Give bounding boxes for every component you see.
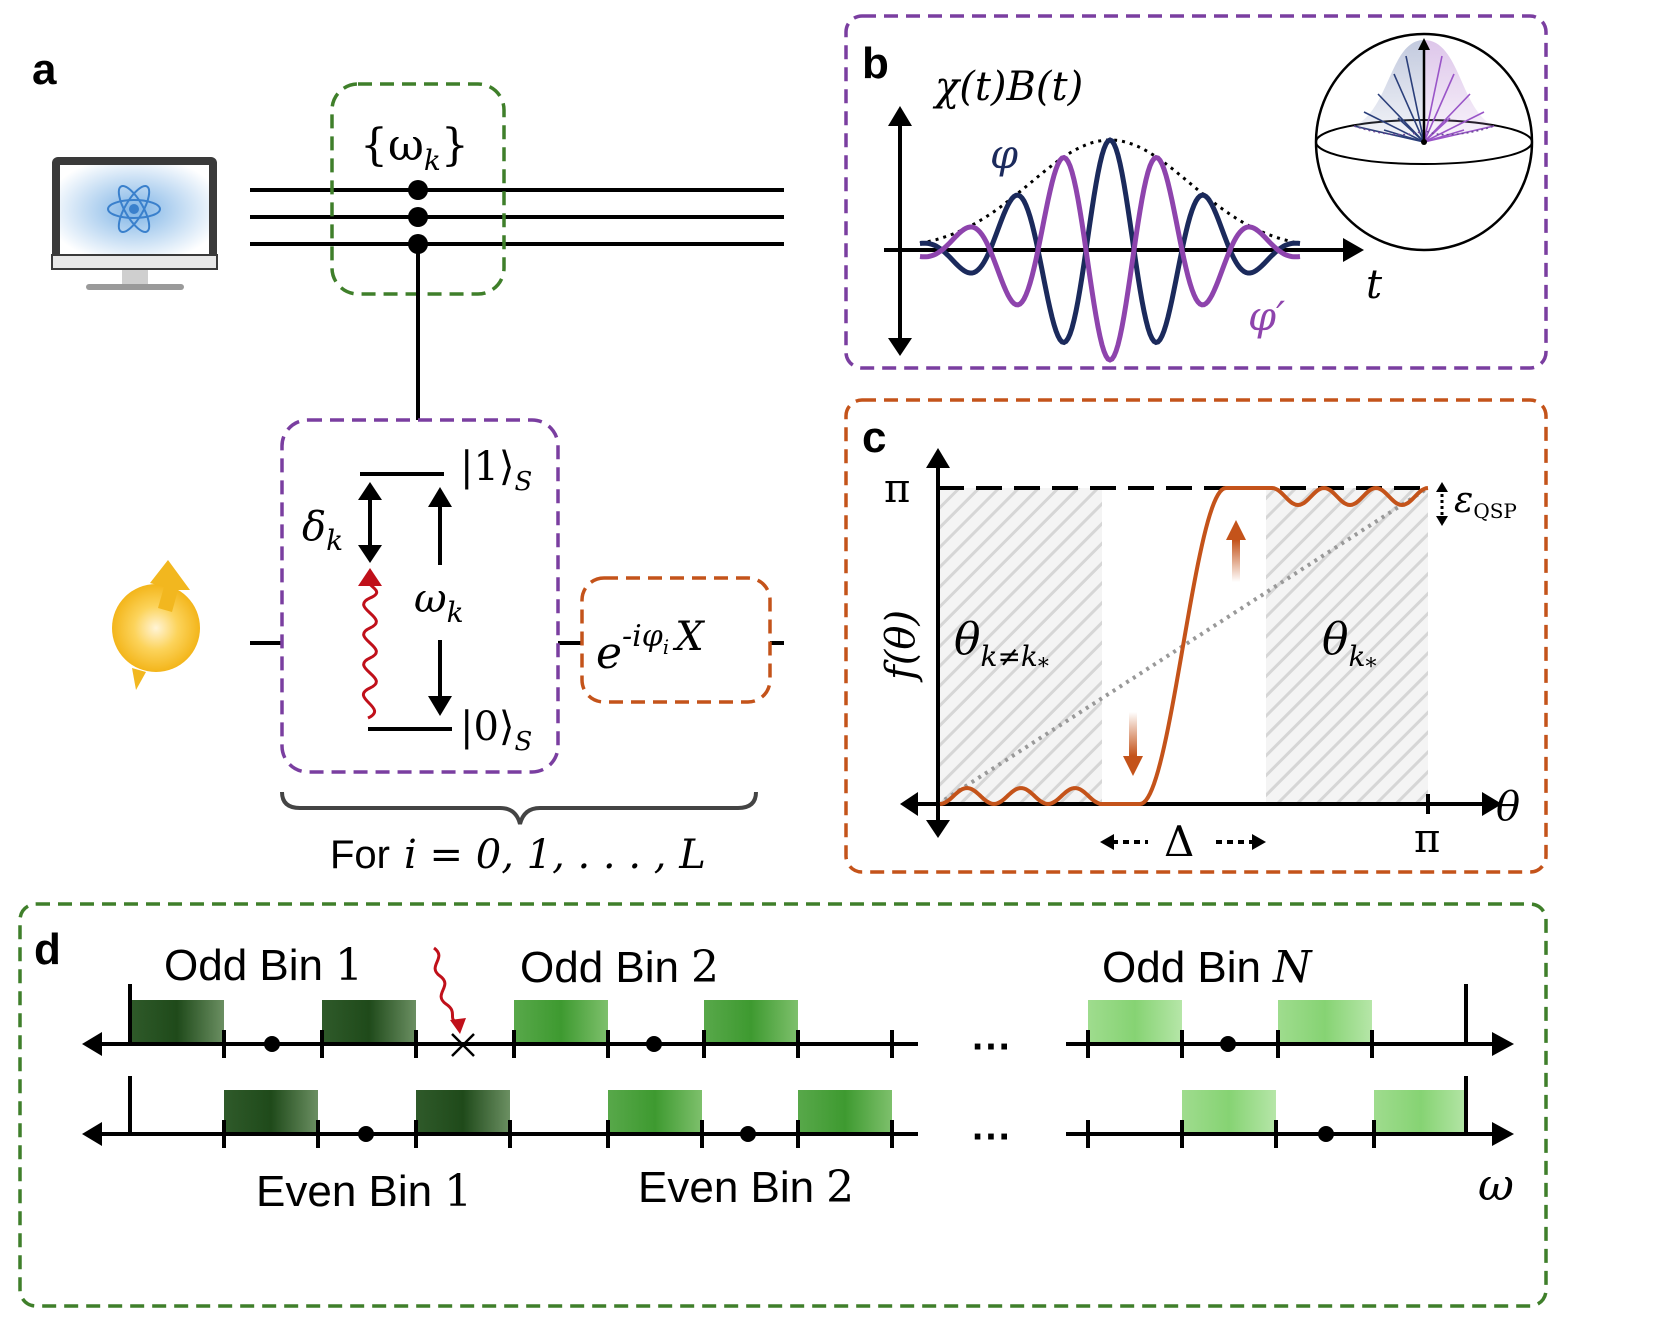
ket0-label: |0⟩S [460,704,532,757]
odd-axis [82,984,1514,1058]
ellipsis-even: ··· [972,1115,1012,1159]
pi-x-tick: π [1414,816,1440,862]
down-arrow-shaft [1129,712,1137,756]
delta-width-label: Δ [1164,817,1194,866]
phi-label: φ [990,132,1018,178]
panel-c-axes [900,448,1502,838]
delta-width-arrows [1100,834,1266,850]
excluded-cross-icon [451,1033,475,1057]
omega-down-arrow [428,640,452,716]
pulse-wave-phi-prime [919,154,1301,363]
odd-bins [130,1000,1372,1044]
panel-label-c: c [862,413,886,462]
hatch-right-region [1266,488,1428,804]
phase-gate-box [580,576,772,704]
ellipsis-odd: ··· [972,1025,1012,1069]
atom-icon [107,185,161,233]
qsp-response-curve [939,485,1429,807]
even-bins [224,1090,1468,1134]
panel-d-xlabel: ω [1478,1160,1514,1211]
panel-b-frame [844,14,1548,370]
panel-label-a: a [32,45,57,94]
up-arrow-icon [1226,520,1246,540]
odd-bin-centers [264,1036,1236,1052]
spin-icon [112,560,200,690]
panel-b-xlabel: t [1366,262,1383,308]
panel-label-d: d [34,925,61,974]
level-box [280,418,560,774]
even-axis [82,1076,1514,1148]
panel-b-ylabel: χ(t)B(t) [932,64,1083,110]
detuning-arrow [358,482,382,563]
noise-photon-d-icon [432,946,466,1034]
delta-k-label: δk [302,504,343,557]
diagonal-reference [936,486,1430,806]
eps-qsp-marker [1436,482,1448,526]
phi-prime-label: φ′ [1248,294,1285,340]
even-bin-centers [358,1126,1334,1142]
panel-d-frame [18,902,1548,1308]
panel-c-ylabel: f(θ) [878,610,924,683]
omega-up-arrow [428,487,452,565]
ket1-label: |1⟩S [460,444,532,497]
omega-set-label: {ωk} [360,120,469,177]
computer-icon [51,157,218,290]
control-dots [408,180,428,254]
loop-brace [280,791,758,825]
noise-photon-icon [358,568,382,720]
register-lines [250,188,784,246]
theta-not-kstar-label: θk≠k* [954,614,1049,680]
down-arrow-icon [1123,756,1143,776]
panel-c-xlabel: θ [1496,784,1520,830]
omega-k-label: ωk [414,576,464,629]
panel-c-frame [844,398,1548,874]
up-arrow-shaft [1232,540,1240,582]
bloch-sphere-icon [1314,32,1534,252]
pi-y-tick: π [884,466,910,512]
panel-b-axes [884,106,1364,356]
theta-kstar-label: θk* [1322,614,1376,680]
panel-label-b: b [862,39,889,88]
eps-qsp-label: εQSP [1454,480,1517,523]
pulse-wave-phi [919,137,1301,346]
